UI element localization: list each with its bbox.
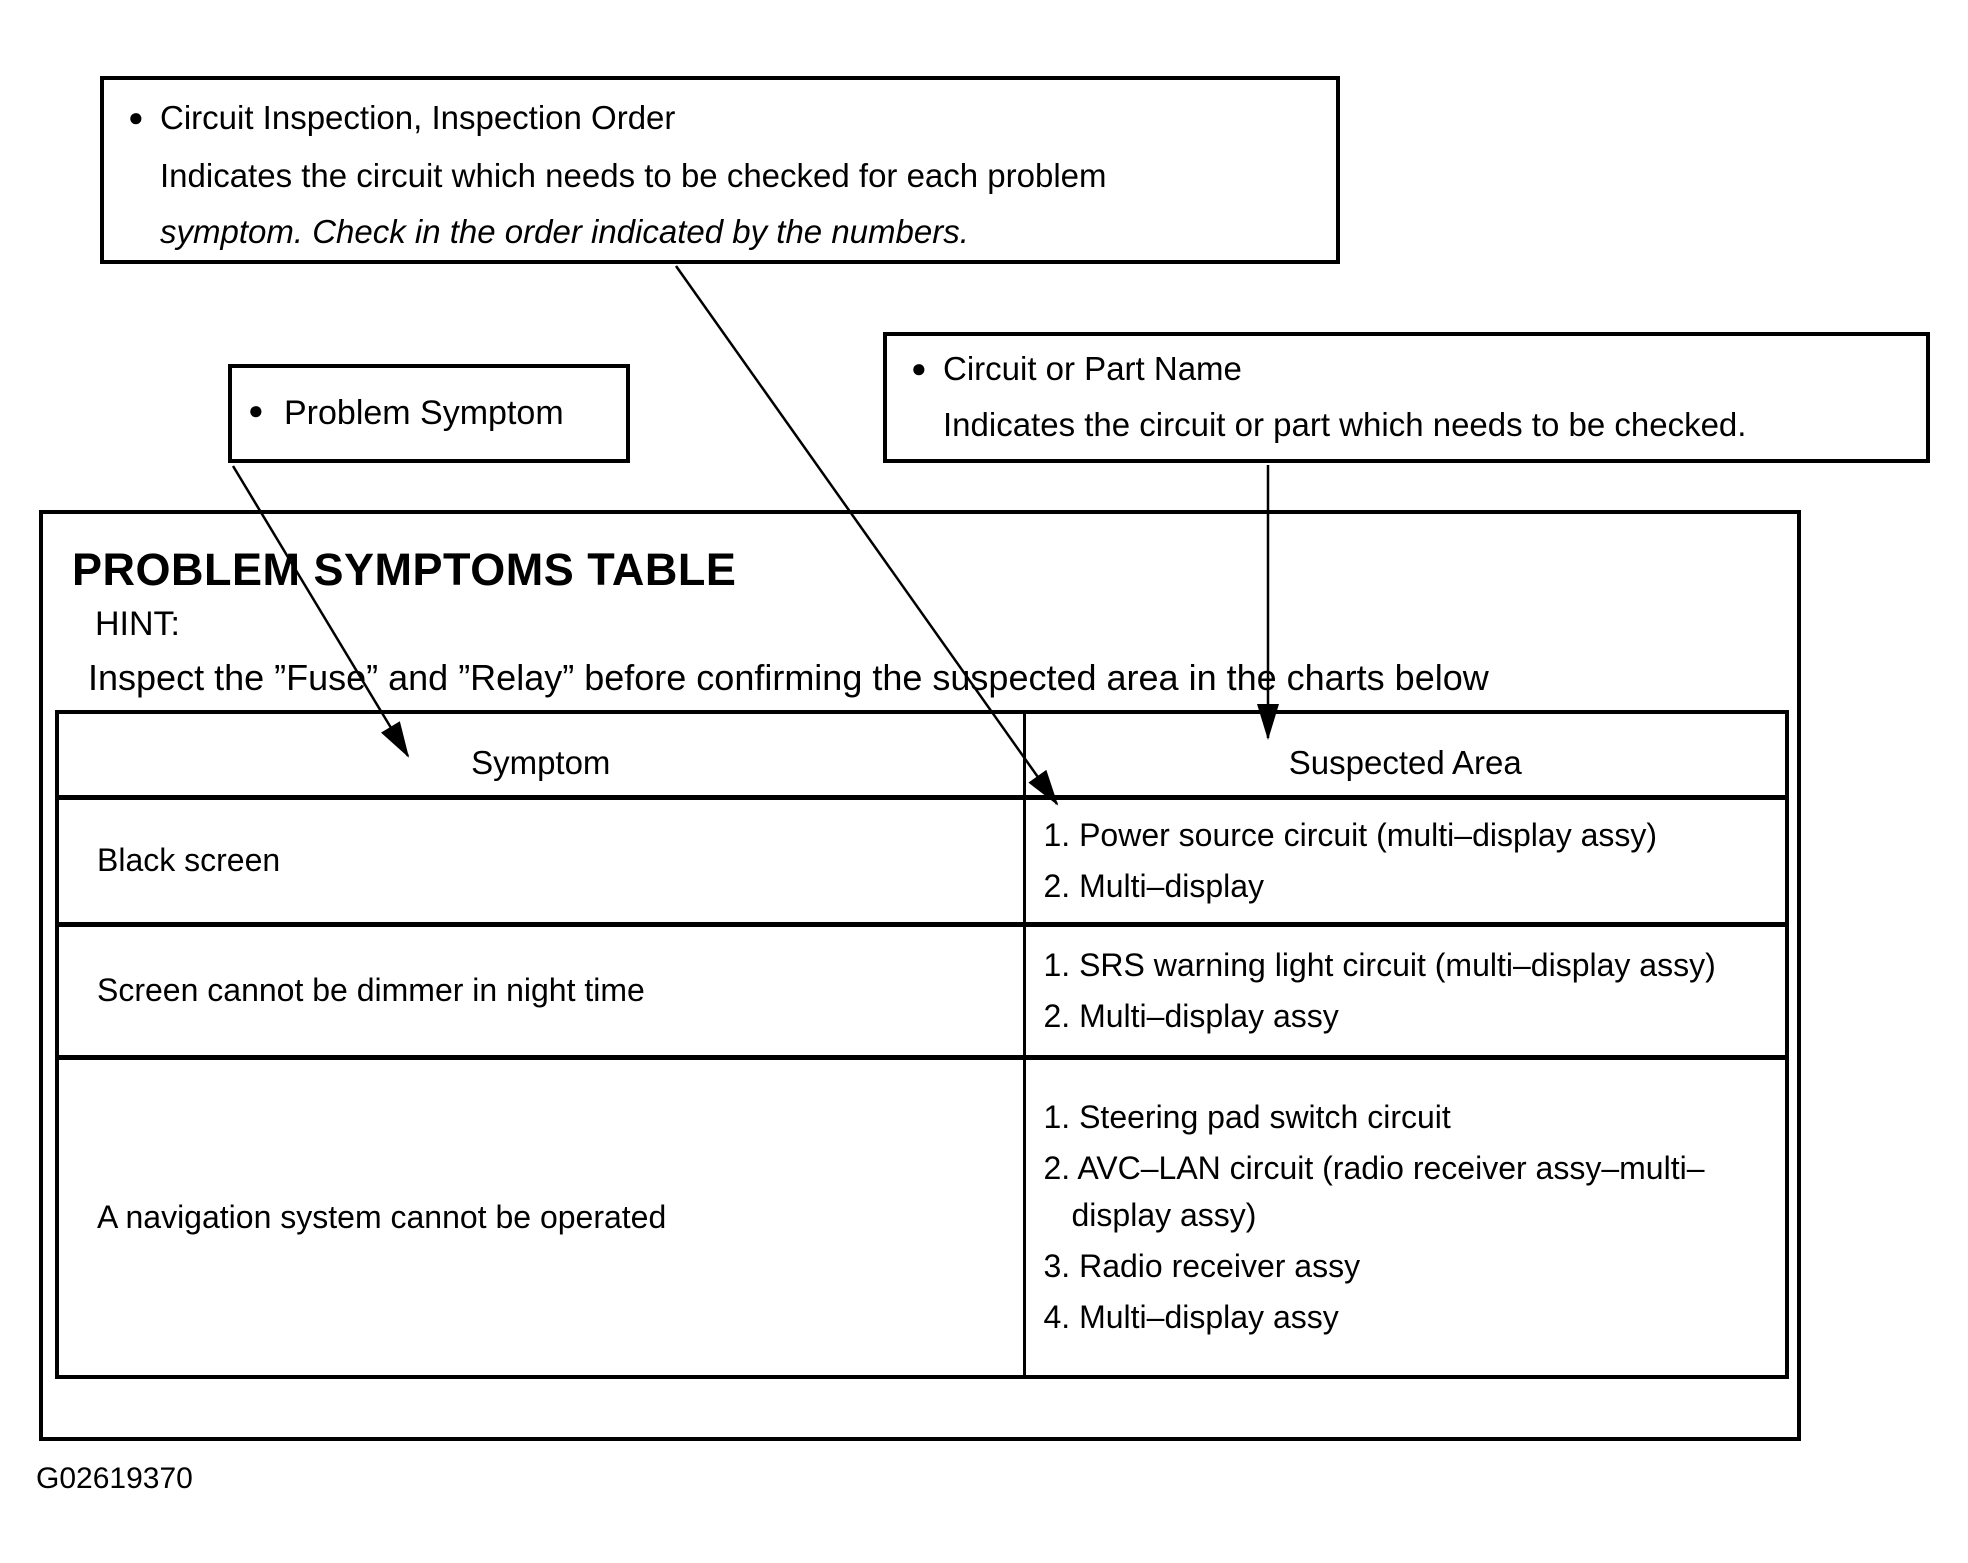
callout-circuit-inspection-line3: symptom. Check in the order indicated by… — [160, 213, 969, 250]
bullet-icon: ● — [911, 353, 927, 383]
suspected-area-item: 1. Steering pad switch circuit — [1043, 1098, 1451, 1135]
suspected-area-item: 2. Multi–display — [1043, 867, 1265, 904]
column-header-symptom: Symptom — [57, 712, 1026, 800]
suspected-area-item: 1. SRS warning light circuit (multi–disp… — [1043, 946, 1716, 983]
symptom-cell: Black screen — [57, 797, 1026, 927]
callout-circuit-inspection: ● Circuit Inspection, Inspection Order In… — [100, 76, 1340, 264]
suspected-area-item: 2. AVC–LAN circuit (radio receiver assy–… — [1043, 1149, 1705, 1233]
hint-text: Inspect the ”Fuse” and ”Relay” before co… — [88, 657, 1489, 698]
callout-circuit-or-part-name-title: Circuit or Part Name — [943, 350, 1242, 387]
table-row: Screen cannot be dimmer in night time 1.… — [57, 924, 1787, 1060]
callout-circuit-or-part-name: ● Circuit or Part Name Indicates the circ… — [883, 332, 1930, 463]
callout-circuit-or-part-name-title-line: ● Circuit or Part Name — [887, 342, 1926, 398]
suspected-area-item: 3. Radio receiver assy — [1043, 1247, 1361, 1284]
callout-circuit-inspection-line2: Indicates the circuit which needs to be … — [160, 157, 1107, 194]
panel-title: PROBLEM SYMPTOMS TABLE — [72, 544, 737, 595]
problem-symptoms-table: Symptom Suspected Area Black screen 1. P… — [55, 710, 1789, 1379]
callout-circuit-inspection-title: Circuit Inspection, Inspection Order — [160, 99, 676, 136]
symptom-cell: A navigation system cannot be operated — [57, 1057, 1026, 1377]
suspected-area-item: 4. Multi–display assy — [1043, 1298, 1339, 1335]
hint-label: HINT: — [95, 605, 180, 643]
suspected-area-cell: 1. Steering pad switch circuit 2. AVC–LAN… — [1024, 1057, 1787, 1377]
table-row: A navigation system cannot be operated 1… — [57, 1057, 1787, 1377]
symptom-cell: Screen cannot be dimmer in night time — [57, 924, 1026, 1060]
callout-problem-symptom-label: Problem Symptom — [284, 394, 564, 432]
table-row: Black screen 1. Power source circuit (mu… — [57, 797, 1787, 927]
callout-problem-symptom: ● Problem Symptom — [228, 364, 630, 463]
suspected-area-item: 2. Multi–display assy — [1043, 997, 1339, 1034]
bullet-icon: ● — [248, 395, 264, 425]
callout-circuit-or-part-name-line2: Indicates the circuit or part which need… — [943, 406, 1747, 443]
callout-circuit-inspection-title-line: ● Circuit Inspection, Inspection Order — [104, 90, 1336, 148]
table-header-row: Symptom Suspected Area — [57, 712, 1787, 800]
bullet-icon: ● — [128, 102, 144, 132]
suspected-area-cell: 1. SRS warning light circuit (multi–disp… — [1024, 924, 1787, 1060]
figure-id: G02619370 — [36, 1462, 193, 1495]
column-header-suspected-area: Suspected Area — [1024, 712, 1787, 800]
suspected-area-cell: 1. Power source circuit (multi–display a… — [1024, 797, 1787, 927]
suspected-area-item: 1. Power source circuit (multi–display a… — [1043, 816, 1658, 853]
